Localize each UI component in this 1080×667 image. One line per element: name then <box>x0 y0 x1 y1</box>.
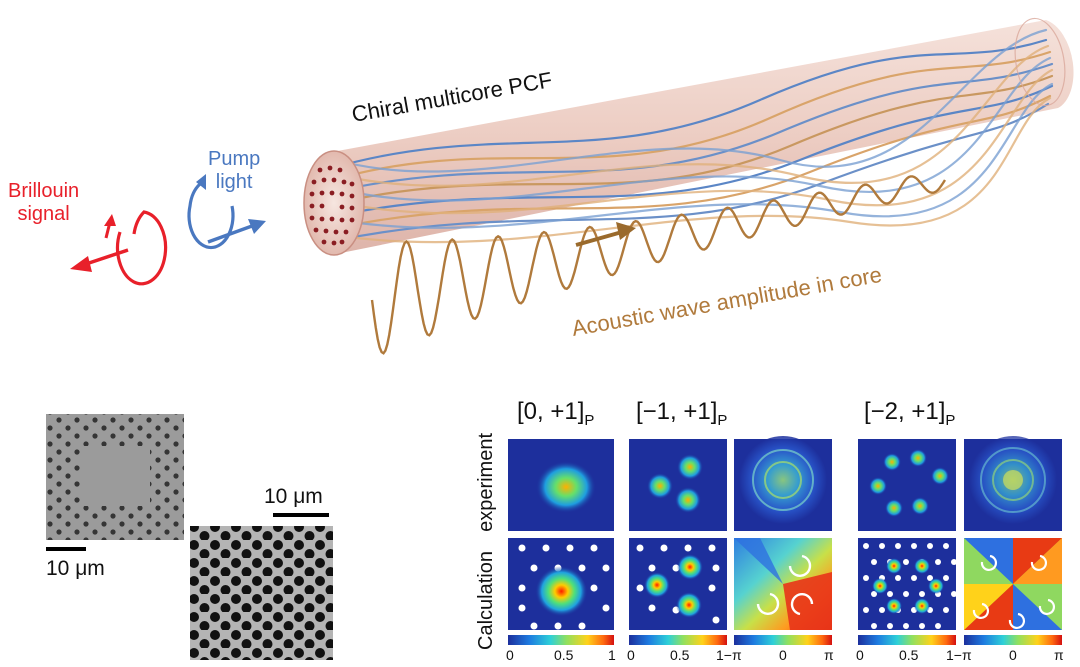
panel-title-3-sub: P <box>945 411 956 429</box>
pump-light-label: Pump light <box>208 148 260 194</box>
cb1-mid: 0.5 <box>554 647 574 663</box>
pump-label-line2: light <box>215 171 253 193</box>
pump-circular-arrow-icon <box>187 174 266 250</box>
propagation-arrow-icon <box>616 222 636 240</box>
panel-title-2-sub: P <box>717 411 728 429</box>
colorbar-2 <box>629 635 727 645</box>
scale-label-right: 10 μm <box>264 485 323 508</box>
row-label-experiment: experiment <box>475 432 497 532</box>
cb2-right: 1−π <box>716 647 742 663</box>
panel-title-2-main: [−1, +1] <box>636 398 718 425</box>
brillouin-circular-arrow-icon <box>70 210 168 286</box>
brillouin-label-line2: signal <box>17 203 70 225</box>
panel-title-2: [−1, +1]P <box>636 400 727 428</box>
brillouin-signal-label: Brillouin signal <box>8 180 79 226</box>
brillouin-label-line1: Brillouin <box>8 180 80 202</box>
pump-label-line1: Pump <box>208 148 261 170</box>
cb5-right: π <box>1054 647 1064 663</box>
colorbar-1 <box>508 635 614 645</box>
colorbar-3 <box>734 635 832 645</box>
panel-title-1-sub: P <box>584 411 595 429</box>
cb3-mid: 0 <box>779 647 787 663</box>
colorbar-5 <box>964 635 1062 645</box>
panel-title-3-main: [−2, +1] <box>864 398 946 425</box>
panel-title-1-main: [0, +1] <box>517 398 585 425</box>
cb4-mid: 0.5 <box>899 647 919 663</box>
sem-image-right <box>190 513 333 660</box>
cb3-right: π <box>824 647 834 663</box>
acoustic-wave <box>370 175 947 355</box>
row-label-calculation: Calculation <box>475 551 497 650</box>
cb4-right: 1−π <box>946 647 972 663</box>
cb2-mid: 0.5 <box>670 647 690 663</box>
cb4-left: 0 <box>856 647 864 663</box>
cb2-left: 0 <box>627 647 635 663</box>
panel-calc-m1-p1 <box>629 538 727 630</box>
panel-title-1: [0, +1]P <box>517 400 594 428</box>
chiral-multicore-fiber <box>303 17 1074 256</box>
scale-label-left: 10 μm <box>46 557 105 580</box>
colorbar-4 <box>858 635 956 645</box>
scale-bar-right <box>273 513 329 517</box>
cb5-mid: 0 <box>1009 647 1017 663</box>
scale-bar-left <box>46 547 86 551</box>
panel-title-3: [−2, +1]P <box>864 400 955 428</box>
cb1-left: 0 <box>506 647 514 663</box>
mode-panels <box>508 436 1062 645</box>
panel-exp-m1-p1 <box>629 439 727 531</box>
sem-image-left <box>46 414 184 551</box>
cb1-right: 1 <box>608 647 616 663</box>
row-label: Calculation experiment <box>475 432 497 650</box>
